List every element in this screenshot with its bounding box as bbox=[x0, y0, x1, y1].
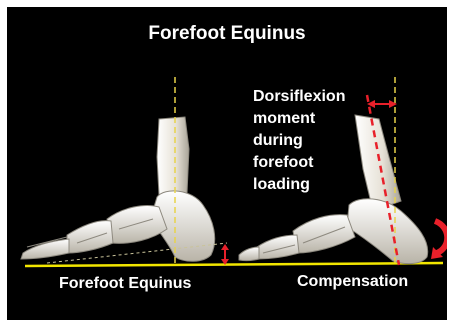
right-caption: Compensation bbox=[297, 273, 408, 291]
dorsiflexion-note: Dorsiflexion moment during forefoot load… bbox=[253, 86, 345, 196]
note-line: moment bbox=[253, 108, 345, 130]
heel-rotation-arrow-icon bbox=[431, 221, 447, 259]
dorsiflexion-arrow-icon bbox=[367, 100, 397, 108]
note-line: loading bbox=[253, 174, 345, 196]
note-line: Dorsiflexion bbox=[253, 86, 345, 108]
figure-panel: Forefoot Equinus Forefoot Equinus Compen… bbox=[7, 7, 447, 320]
foot-skeleton-left-icon bbox=[21, 117, 215, 261]
left-caption: Forefoot Equinus bbox=[59, 275, 191, 293]
note-line: during bbox=[253, 130, 345, 152]
figure-title: Forefoot Equinus bbox=[7, 23, 447, 45]
note-line: forefoot bbox=[253, 152, 345, 174]
ground-line bbox=[25, 263, 443, 266]
equinus-angle-arrow-icon bbox=[221, 244, 229, 265]
